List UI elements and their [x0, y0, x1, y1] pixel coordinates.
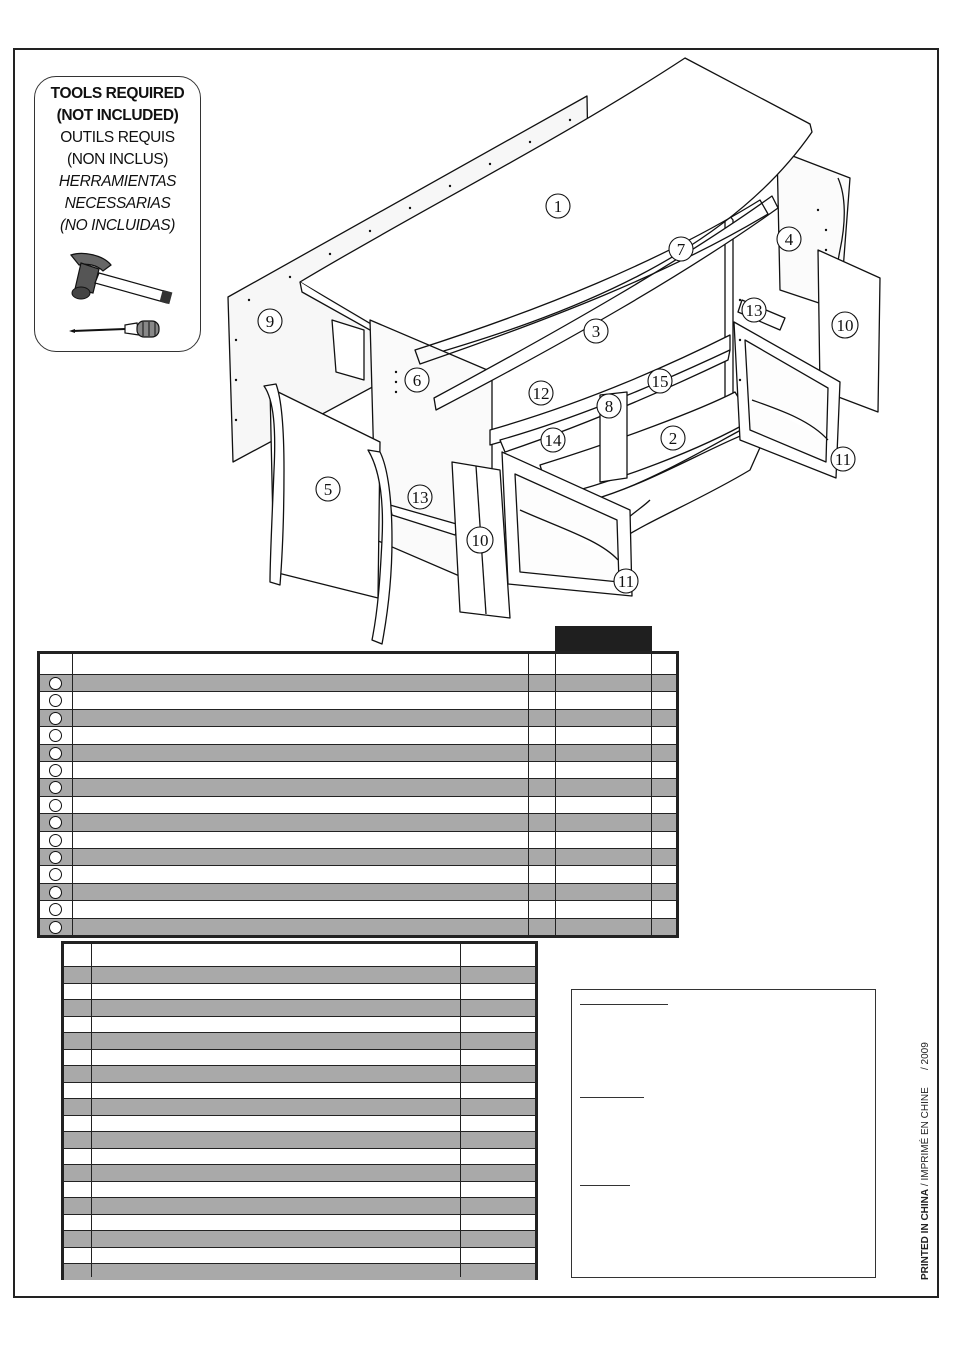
tools-line-4: (NON INCLUS): [66, 151, 169, 168]
part-label-10-left: 10: [472, 531, 489, 550]
print-year: / 2009: [920, 1042, 931, 1070]
hardware-table-row: [64, 1032, 535, 1049]
notes-heading-underline-1: [580, 1004, 668, 1005]
part-checkbox-circle: [49, 677, 62, 690]
screwdriver-icon: [69, 320, 160, 338]
part-label-3: 3: [592, 322, 601, 341]
part-label-5: 5: [324, 480, 333, 499]
part-checkbox-circle: [49, 920, 62, 934]
hardware-table-row: [64, 1246, 535, 1264]
hardware-table-column-divider: [460, 944, 461, 1277]
parts-list-table: [37, 651, 679, 938]
part-checkbox-circle: [49, 764, 62, 777]
part-checkbox-circle: [49, 798, 62, 812]
tools-line-6: NECESSARIAS: [64, 195, 171, 212]
hardware-table-row: [64, 1263, 535, 1280]
exploded-assembly-diagram: 1 2 3 4 5 6 7 8 9 10 10 11 11 12 13 13 1…: [227, 57, 881, 645]
part-label-4: 4: [785, 230, 794, 249]
hardware-table-row: [64, 999, 535, 1016]
parts-table-row: [40, 743, 676, 761]
parts-table-header-block: [555, 626, 652, 651]
part-checkbox-circle: [49, 781, 62, 795]
part-label-14: 14: [545, 431, 563, 450]
hardware-table-row: [64, 1048, 535, 1066]
hardware-table-row: [64, 966, 535, 983]
hardware-list-table: [61, 941, 538, 1280]
tools-line-2: (NOT INCLUDED): [56, 107, 179, 124]
part-label-1: 1: [554, 197, 563, 216]
parts-table-row: [40, 900, 676, 917]
tools-required-box: TOOLS REQUIRED (NOT INCLUDED) OUTILS REQ…: [34, 76, 201, 352]
notes-heading-underline-3: [580, 1185, 630, 1186]
part-checkbox-circle: [49, 833, 62, 847]
hardware-table-row: [64, 1081, 535, 1099]
tools-line-1: TOOLS REQUIRED: [50, 85, 185, 102]
hardware-table-row: [64, 1197, 535, 1214]
parts-table-row: [40, 674, 676, 692]
hardware-table-column-divider: [91, 944, 92, 1277]
hardware-table-row: [64, 1098, 535, 1115]
parts-table-row: [40, 691, 676, 708]
notes-box: [571, 989, 876, 1278]
parts-table-row: [40, 848, 676, 866]
part-label-11-left: 11: [618, 572, 634, 591]
tools-line-5: HERRAMIENTAS: [58, 173, 177, 190]
part-checkbox-circle: [49, 851, 62, 864]
part-label-12: 12: [533, 384, 550, 403]
hardware-table-row: [64, 1147, 535, 1165]
part-label-13-right: 13: [746, 301, 763, 320]
parts-table-column-divider: [528, 654, 529, 935]
part-label-6: 6: [413, 371, 422, 390]
printed-in-china-note: PRINTED IN CHINA / IMPRIMÉ EN CHINE: [920, 1087, 931, 1280]
part-label-9: 9: [266, 312, 275, 331]
parts-table-column-divider: [72, 654, 73, 935]
part-checkbox-circle: [49, 711, 62, 725]
part-checkbox-circle: [49, 729, 62, 743]
page-frame: [13, 48, 939, 1298]
parts-table-row: [40, 778, 676, 796]
parts-table-row: [40, 761, 676, 778]
part-label-10-right: 10: [837, 316, 854, 335]
part-checkbox-circle: [49, 903, 62, 917]
hardware-table-row: [64, 1230, 535, 1247]
hammer-icon: [69, 252, 173, 305]
hardware-table-row: [64, 1213, 535, 1231]
part-label-15: 15: [652, 372, 669, 391]
parts-table-row: [40, 795, 676, 813]
hardware-table-row: [64, 1065, 535, 1082]
part-checkbox-circle: [49, 885, 62, 899]
hardware-table-row: [64, 982, 535, 1000]
parts-table-row: [40, 708, 676, 727]
part-label-8: 8: [605, 397, 614, 416]
hardware-table-row: [64, 1114, 535, 1132]
part-label-2: 2: [669, 429, 678, 448]
part-checkbox-circle: [49, 746, 62, 760]
parts-table-column-divider: [651, 654, 652, 935]
part-label-11-right: 11: [835, 450, 851, 469]
parts-table-row: [40, 813, 676, 831]
part-label-7: 7: [677, 240, 686, 259]
hardware-table-row: [64, 1131, 535, 1148]
part-label-13-left: 13: [412, 488, 429, 507]
tools-line-7: (NO INCLUIDAS): [60, 217, 175, 234]
parts-table-column-divider: [555, 654, 556, 935]
parts-table-row: [40, 726, 676, 743]
printed-in-china-rest: / IMPRIMÉ EN CHINE: [920, 1087, 931, 1189]
hardware-table-row: [64, 1015, 535, 1033]
hardware-table-row: [64, 1180, 535, 1198]
parts-table-row: [40, 865, 676, 882]
parts-table-row: [40, 882, 676, 901]
notes-heading-underline-2: [580, 1097, 644, 1098]
parts-table-row: [40, 917, 676, 935]
printed-in-china-bold: PRINTED IN CHINA: [920, 1188, 931, 1280]
hardware-table-row: [64, 1164, 535, 1181]
parts-table-row: [40, 830, 676, 848]
part-checkbox-circle: [49, 868, 62, 882]
part-checkbox-circle: [49, 816, 62, 830]
tools-line-3: OUTILS REQUIS: [60, 129, 175, 146]
part-checkbox-circle: [49, 694, 62, 708]
